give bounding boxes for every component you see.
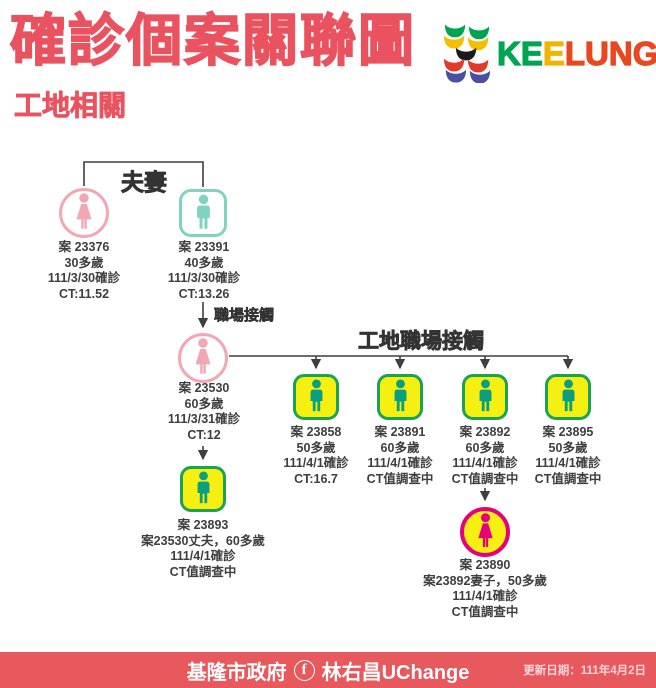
case-line: 案 23892 xyxy=(459,425,511,439)
case-node-23530 xyxy=(178,333,228,383)
logo-letter: N xyxy=(608,34,633,72)
case-line: 案23892妻子，50多歲 xyxy=(423,573,547,588)
case-line: 111/4/1確診 xyxy=(535,456,601,470)
case-line: 60多歲 xyxy=(184,396,224,411)
case-line: CT值調查中 xyxy=(169,564,237,579)
case-line: 案 23391 xyxy=(178,240,230,254)
case-line: CT:12 xyxy=(187,427,221,442)
case-node-23892 xyxy=(462,374,508,420)
male-icon xyxy=(190,470,217,508)
case-line: 案 23530 xyxy=(178,381,230,395)
case-label-23890: 案 23890 案23892妻子，50多歲 111/4/1確診 CT值調查中 xyxy=(423,558,547,620)
case-node-23376 xyxy=(59,188,109,238)
case-line: CT值調查中 xyxy=(534,471,602,486)
page-title: 確診個案關聯圖 xyxy=(9,9,416,72)
case-line: 111/4/1確診 xyxy=(367,456,433,470)
case-node-23391 xyxy=(179,189,227,237)
case-node-23891 xyxy=(377,374,423,420)
footer-account-name: 林右昌UChange xyxy=(321,661,470,684)
footer-bar: 基隆市政府 f 林右昌UChange 更新日期：111年4月2日 xyxy=(0,652,656,688)
case-line: 50多歲 xyxy=(548,440,588,455)
case-line: CT:13.26 xyxy=(178,286,230,301)
case-label-23391: 案 23391 40多歲 111/3/30確診 CT:13.26 xyxy=(168,240,240,302)
keelung-logo-text: KEELUNG xyxy=(496,34,656,73)
case-label-23530: 案 23530 60多歲 111/3/31確診 CT:12 xyxy=(168,381,240,443)
case-line: 案 23858 xyxy=(290,425,342,439)
keelung-logo: KEELUNG xyxy=(443,23,656,83)
case-line: CT值調查中 xyxy=(451,471,519,486)
male-icon xyxy=(303,378,330,416)
case-line: 111/3/30確診 xyxy=(47,271,121,285)
case-line: 111/3/31確診 xyxy=(167,412,241,426)
case-label-23895: 案 23895 50多歲 111/4/1確診 CT值調查中 xyxy=(535,425,602,487)
case-line: 111/3/30確診 xyxy=(167,271,241,285)
page-subtitle: 工地相關 xyxy=(14,90,127,122)
female-icon xyxy=(471,512,500,552)
male-icon xyxy=(555,378,582,416)
case-label-23858: 案 23858 50多歲 111/4/1確診 CT:16.7 xyxy=(283,425,348,487)
case-node-23895 xyxy=(545,374,591,420)
case-line: 111/4/1確診 xyxy=(452,589,518,603)
logo-letter: L xyxy=(564,34,586,72)
case-line: 40多歲 xyxy=(184,255,224,270)
male-icon xyxy=(472,378,499,416)
case-node-23890 xyxy=(460,507,510,557)
case-line: 案23530丈夫，60多歲 xyxy=(141,533,265,548)
case-line: CT值調查中 xyxy=(451,604,519,619)
facebook-icon: f xyxy=(293,659,315,681)
case-line: 案 23890 xyxy=(459,558,511,572)
relation-label-workplace: 職場接觸 xyxy=(214,307,275,325)
footer-update-date: 更新日期：111年4月2日 xyxy=(523,665,646,677)
logo-letter: E xyxy=(542,34,565,72)
case-line: 案 23376 xyxy=(58,240,110,254)
facebook-f: f xyxy=(301,661,307,678)
keelung-logo-icon xyxy=(443,24,491,83)
case-line: 案 23891 xyxy=(374,425,426,439)
case-node-23858 xyxy=(293,374,339,420)
case-label-23892: 案 23892 60多歲 111/4/1確診 CT值調查中 xyxy=(452,425,519,487)
case-label-23376: 案 23376 30多歲 111/3/30確診 CT:11.52 xyxy=(48,240,120,302)
logo-letter: E xyxy=(520,34,543,72)
case-line: 案 23893 xyxy=(177,518,229,532)
logo-letter: U xyxy=(584,34,609,72)
logo-letter: K xyxy=(496,34,521,72)
case-line: CT:11.52 xyxy=(58,286,110,301)
case-line: CT值調查中 xyxy=(366,471,434,486)
case-line: 50多歲 xyxy=(296,440,336,455)
logo-letter: G xyxy=(632,34,656,72)
case-line: 60多歲 xyxy=(380,440,420,455)
male-icon xyxy=(189,193,218,234)
male-icon xyxy=(387,378,414,416)
relation-label-site-workplace: 工地職場接觸 xyxy=(358,330,485,354)
female-icon xyxy=(188,337,218,379)
relation-label-couple: 夫妻 xyxy=(121,169,168,196)
case-line: 60多歲 xyxy=(465,440,505,455)
female-icon xyxy=(69,192,99,234)
footer-gov-name: 基隆市政府 xyxy=(186,661,287,684)
case-node-23893 xyxy=(180,466,226,512)
case-line: 111/4/1確診 xyxy=(170,549,236,563)
case-label-23891: 案 23891 60多歲 111/4/1確診 CT值調查中 xyxy=(367,425,434,487)
case-line: 111/4/1確診 xyxy=(452,456,518,470)
case-line: 30多歲 xyxy=(64,255,104,270)
case-label-23893: 案 23893 案23530丈夫，60多歲 111/4/1確診 CT值調查中 xyxy=(141,518,265,580)
case-line: 111/4/1確診 xyxy=(283,456,349,470)
case-line: 案 23895 xyxy=(542,425,594,439)
case-line: CT:16.7 xyxy=(294,471,338,486)
